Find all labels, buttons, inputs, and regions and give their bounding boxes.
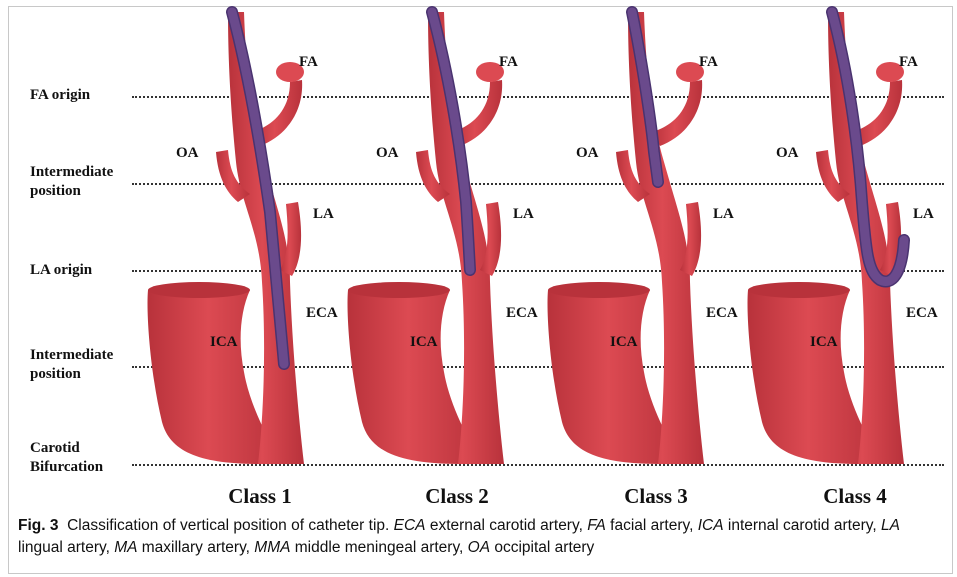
ica-label: ICA bbox=[610, 334, 638, 351]
la-label: LA bbox=[713, 206, 734, 223]
class-label-2: Class 2 bbox=[397, 484, 517, 509]
eca-label: ECA bbox=[706, 305, 738, 322]
caption-definition: lingual artery, bbox=[18, 539, 114, 556]
eca-label: ECA bbox=[306, 305, 338, 322]
level-label-intermediate-upper: Intermediate position bbox=[30, 163, 113, 201]
panel-class-4 bbox=[740, 12, 957, 474]
ica-opening bbox=[748, 282, 850, 298]
ica-label: ICA bbox=[810, 334, 838, 351]
panel-class-3 bbox=[540, 12, 760, 474]
fa-label: FA bbox=[899, 54, 918, 71]
figure-number: Fig. 3 bbox=[18, 517, 58, 534]
caption-abbreviation: MA bbox=[114, 539, 137, 556]
caption-abbreviation: ECA bbox=[394, 517, 426, 534]
caption-definition: maxillary artery, bbox=[137, 539, 254, 556]
eca-label: ECA bbox=[906, 305, 938, 322]
caption-definition: facial artery, bbox=[606, 517, 698, 534]
oa-label: OA bbox=[176, 145, 199, 162]
class-label-1: Class 1 bbox=[200, 484, 320, 509]
level-label-la-origin: LA origin bbox=[30, 261, 92, 280]
caption-definition: external carotid artery, bbox=[426, 517, 588, 534]
caption-definition: occipital artery bbox=[490, 539, 594, 556]
eca-label: ECA bbox=[506, 305, 538, 322]
caption-definition: middle meningeal artery, bbox=[290, 539, 467, 556]
caption-abbreviation: LA bbox=[881, 517, 900, 534]
oa-label: OA bbox=[776, 145, 799, 162]
caption-abbreviation: ICA bbox=[698, 517, 724, 534]
fa-label: FA bbox=[299, 54, 318, 71]
ica-label: ICA bbox=[210, 334, 238, 351]
panel-class-2 bbox=[340, 12, 560, 474]
fa-branch bbox=[652, 80, 702, 146]
oa-label: OA bbox=[576, 145, 599, 162]
caption-definition: internal carotid artery, bbox=[724, 517, 881, 534]
fa-label: FA bbox=[699, 54, 718, 71]
ica-opening bbox=[148, 282, 250, 298]
la-label: LA bbox=[313, 206, 334, 223]
level-label-fa-origin: FA origin bbox=[30, 86, 90, 105]
level-label-intermediate-lower: Intermediate position bbox=[30, 346, 113, 384]
panel-class-1 bbox=[140, 12, 360, 474]
caption-abbreviation: FA bbox=[587, 517, 606, 534]
figure-title: Classification of vertical position of c… bbox=[67, 517, 389, 534]
level-label-carotid-bifurcation: Carotid Bifurcation bbox=[30, 439, 103, 477]
ica-opening bbox=[548, 282, 650, 298]
caption-abbreviation: MMA bbox=[254, 539, 290, 556]
figure-caption: Fig. 3 Classification of vertical positi… bbox=[18, 515, 943, 559]
class-label-3: Class 3 bbox=[596, 484, 716, 509]
caption-abbreviation: OA bbox=[468, 539, 490, 556]
ica-opening bbox=[348, 282, 450, 298]
oa-label: OA bbox=[376, 145, 399, 162]
ica-label: ICA bbox=[410, 334, 438, 351]
la-label: LA bbox=[513, 206, 534, 223]
fa-label: FA bbox=[499, 54, 518, 71]
class-label-4: Class 4 bbox=[795, 484, 915, 509]
la-label: LA bbox=[913, 206, 934, 223]
